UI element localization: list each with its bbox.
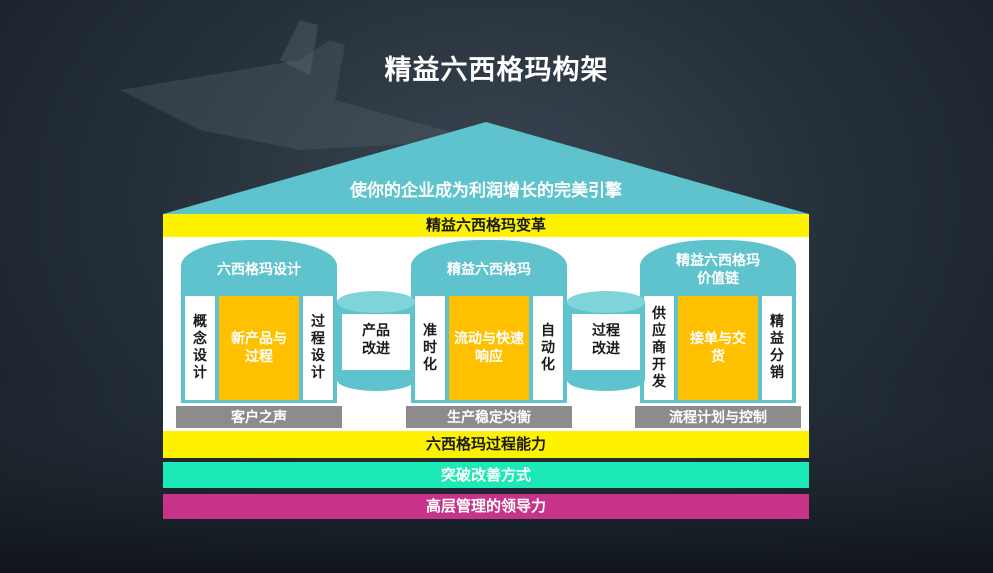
pillar-2-right: 自动化 <box>533 296 563 400</box>
band-six-sigma-capability: 六西格玛过程能力 <box>163 431 809 458</box>
roof-label: 使你的企业成为利润增长的完美引擎 <box>350 181 622 201</box>
pillar-3-base: 流程计划与控制 <box>635 406 801 428</box>
pillar-1-left: 概念设计 <box>185 296 215 400</box>
pillar-3-left: 供应商开发 <box>644 296 674 400</box>
band-leadership: 高层管理的领导力 <box>163 494 809 519</box>
pillar-2-center: 流动与快速响应 <box>449 296 529 400</box>
pillar-1-cap: 六西格玛设计 <box>181 240 337 293</box>
drum-2-label: 过程改进 <box>592 323 620 357</box>
roof-triangle <box>163 122 809 214</box>
drum-process-improvement: 过程改进 <box>567 290 645 392</box>
pillar-2-left: 准时化 <box>415 296 445 400</box>
pillar-1-right: 过程设计 <box>303 296 333 400</box>
pillar-2-base: 生产稳定均衡 <box>406 406 572 428</box>
pillar-3-cap: 精益六西格玛价值链 <box>640 240 796 293</box>
pillar-1-center: 新产品与过程 <box>219 296 299 400</box>
pillar-3-right: 精益分销 <box>762 296 792 400</box>
pillar-1-base: 客户之声 <box>176 406 342 428</box>
page-title: 精益六西格玛构架 <box>384 55 609 86</box>
pillar-2-cap: 精益六西格玛 <box>411 240 567 293</box>
top-band: 精益六西格玛变革 <box>163 214 809 237</box>
drum-product-improvement: 产品改进 <box>337 290 415 392</box>
band-breakthrough: 突破改善方式 <box>163 462 809 488</box>
pillar-3-center: 接单与交货 <box>678 296 758 400</box>
drum-1-label: 产品改进 <box>362 323 390 357</box>
